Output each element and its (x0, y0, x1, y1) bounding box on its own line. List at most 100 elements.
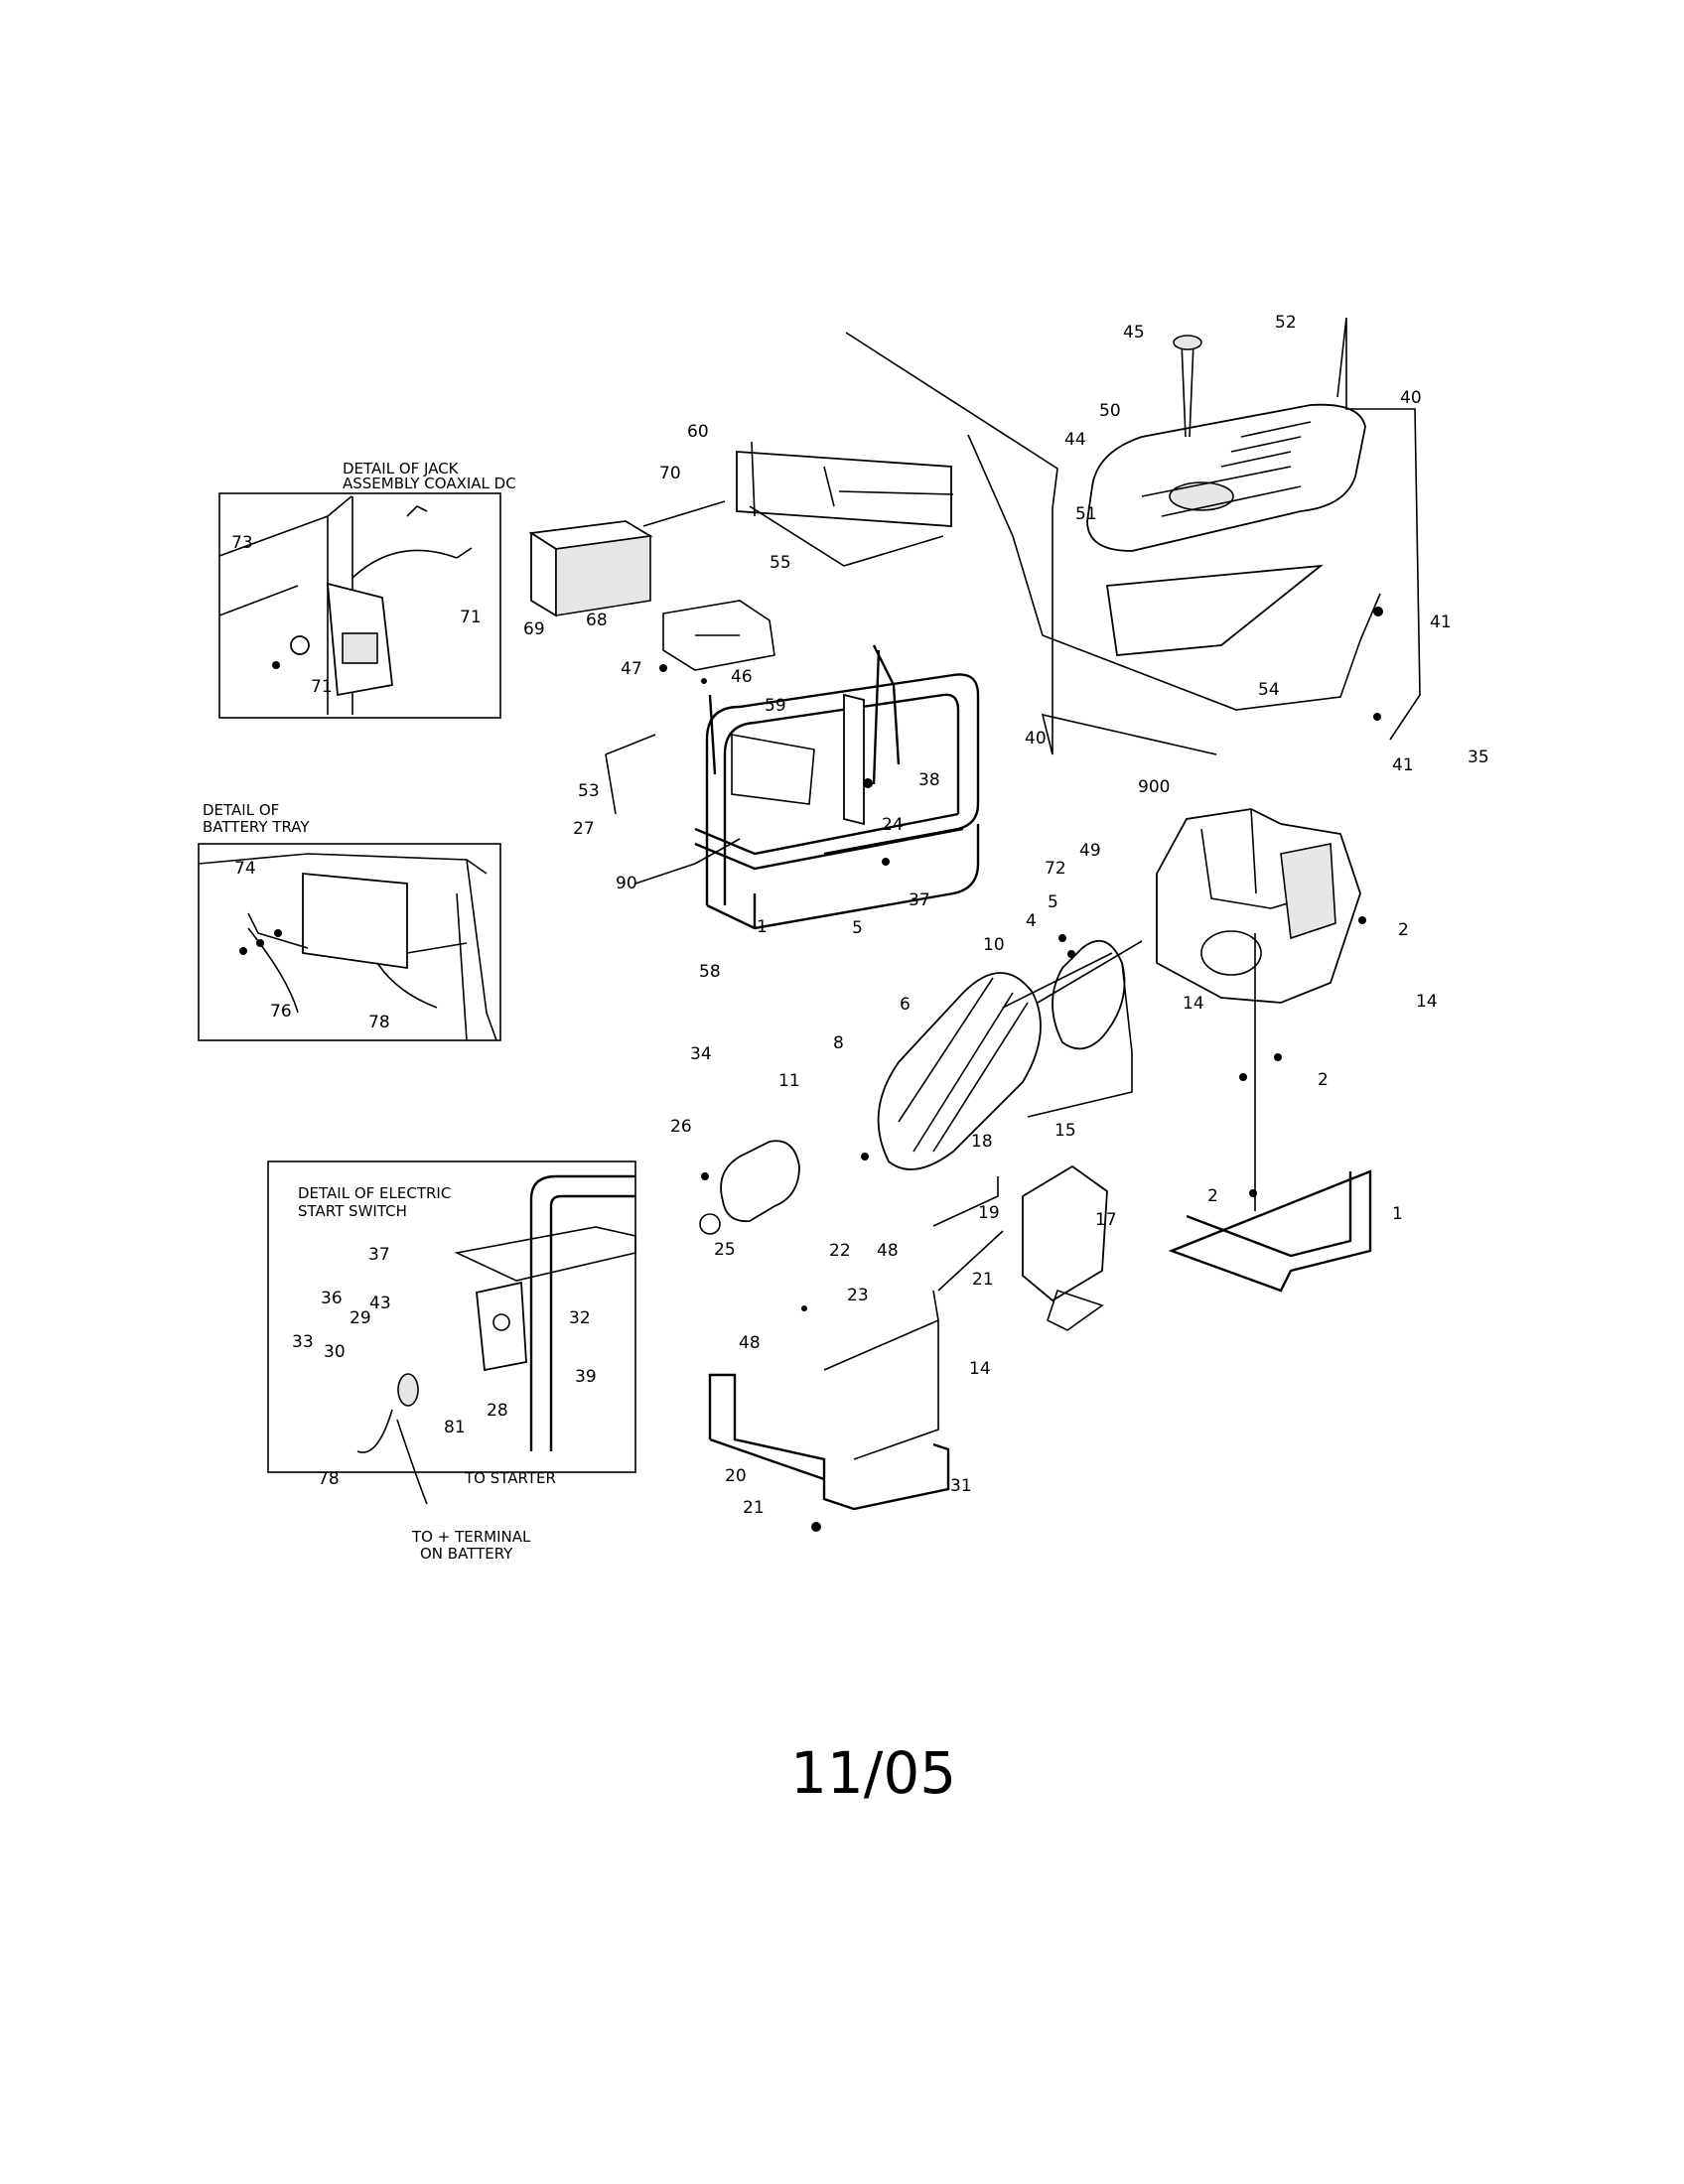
callout-2: 2 (1398, 920, 1409, 940)
callout-27: 27 (573, 819, 595, 839)
muffler (1022, 1164, 1108, 1331)
callout-21: 21 (972, 1270, 994, 1290)
callout-28: 28 (487, 1401, 508, 1421)
note-on-battery: ON BATTERY (420, 1545, 513, 1563)
callout-71: 71 (311, 677, 333, 697)
callout-55: 55 (770, 553, 791, 573)
callout-50: 50 (1099, 401, 1121, 421)
callout-31: 31 (950, 1476, 972, 1496)
callout-78: 78 (318, 1469, 340, 1489)
callout-35: 35 (1468, 748, 1489, 767)
callout-26: 26 (670, 1117, 692, 1137)
fasteners (659, 607, 1383, 1532)
detail-jack-title: DETAIL OF JACK (343, 460, 460, 478)
callout-44: 44 (1064, 430, 1086, 450)
callout-52: 52 (1275, 313, 1297, 333)
callout-1: 1 (757, 917, 768, 937)
detail-battery-title: DETAIL OF (203, 801, 279, 819)
callout-19: 19 (978, 1203, 1000, 1223)
callout-37: 37 (909, 890, 930, 910)
control-panel (736, 441, 954, 567)
frame-assembly (694, 644, 980, 930)
callout-46: 46 (731, 667, 753, 687)
callout-47: 47 (621, 659, 642, 679)
callout-11: 11 (778, 1071, 800, 1091)
callout-22: 22 (829, 1241, 851, 1261)
callout-18: 18 (971, 1132, 993, 1152)
callout-8: 8 (833, 1033, 844, 1053)
callout-14: 14 (969, 1359, 991, 1379)
detail-switch-title: DETAIL OF ELECTRIC (298, 1184, 451, 1202)
callout-20: 20 (725, 1466, 747, 1486)
callout-4: 4 (1026, 911, 1037, 931)
engine (1156, 808, 1361, 1004)
callout-17: 17 (1095, 1210, 1117, 1230)
callout-900: 900 (1138, 777, 1170, 797)
callout-68: 68 (586, 611, 608, 630)
end-cover (699, 1140, 800, 1235)
callout-60: 60 (687, 422, 709, 442)
detail-electric-start-switch: DETAIL OF ELECTRIC START SWITCH (267, 1160, 636, 1505)
callout-29: 29 (350, 1308, 371, 1328)
callout-41: 41 (1430, 613, 1452, 632)
detail-battery-subtitle: BATTERY TRAY (203, 818, 310, 836)
callout-48: 48 (739, 1333, 761, 1353)
callout-36: 36 (321, 1289, 343, 1308)
detail-jack-assembly: DETAIL OF JACK ASSEMBLY COAXIAL DC (218, 460, 516, 719)
callout-34: 34 (690, 1044, 712, 1064)
callout-33: 33 (292, 1332, 314, 1352)
detail-battery-tray: DETAIL OF BATTERY TRAY (198, 801, 501, 1041)
callout-15: 15 (1054, 1121, 1076, 1141)
callout-5: 5 (1048, 892, 1058, 912)
callouts: 1 1 2 2 2 4 5 5 6 8 10 11 14 14 14 15 17… (231, 313, 1489, 1518)
callout-78: 78 (368, 1013, 390, 1032)
callout-25: 25 (714, 1240, 736, 1260)
stand (1168, 1169, 1372, 1293)
callout-24: 24 (882, 815, 904, 835)
callout-54: 54 (1258, 680, 1280, 700)
callout-74: 74 (234, 859, 256, 879)
callout-37: 37 (368, 1245, 390, 1265)
detail-switch-subtitle: START SWITCH (298, 1202, 407, 1220)
callout-53: 53 (578, 781, 600, 801)
callout-39: 39 (575, 1367, 597, 1387)
callout-48: 48 (877, 1241, 899, 1261)
callout-59: 59 (765, 696, 786, 716)
callout-21: 21 (743, 1498, 765, 1518)
callout-38: 38 (918, 770, 940, 790)
callout-32: 32 (569, 1308, 591, 1328)
callout-23: 23 (847, 1286, 869, 1305)
callout-51: 51 (1075, 504, 1097, 524)
note-to-starter: TO STARTER (464, 1469, 556, 1487)
callout-71: 71 (460, 608, 482, 627)
note-to-terminal: TO + TERMINAL (411, 1528, 531, 1546)
callout-40: 40 (1400, 388, 1422, 408)
callout-45: 45 (1123, 323, 1145, 342)
callout-90: 90 (616, 874, 637, 893)
callout-2: 2 (1318, 1070, 1329, 1090)
callout-14: 14 (1183, 994, 1204, 1014)
callout-72: 72 (1045, 859, 1066, 879)
callout-14: 14 (1416, 992, 1438, 1012)
callout-43: 43 (369, 1294, 391, 1313)
callout-5: 5 (852, 918, 863, 938)
battery-box (528, 520, 653, 617)
callout-49: 49 (1079, 841, 1101, 861)
callout-76: 76 (270, 1002, 292, 1022)
detail-jack-subtitle: ASSEMBLY COAXIAL DC (343, 475, 516, 492)
callout-41: 41 (1392, 755, 1414, 775)
battery-tray (662, 600, 775, 671)
callout-30: 30 (324, 1342, 346, 1362)
revision-date: 11/05 (790, 1739, 956, 1807)
callout-6: 6 (900, 995, 911, 1015)
callout-2: 2 (1207, 1186, 1218, 1206)
handle-frame (708, 1373, 950, 1511)
wiring-notes: TO STARTER TO + TERMINAL ON BATTERY (411, 1469, 556, 1563)
callout-81: 81 (444, 1418, 466, 1437)
callout-69: 69 (523, 619, 545, 639)
callout-1: 1 (1392, 1204, 1403, 1224)
fuel-tank (1086, 335, 1366, 656)
callout-40: 40 (1025, 729, 1047, 749)
callout-10: 10 (983, 935, 1005, 955)
